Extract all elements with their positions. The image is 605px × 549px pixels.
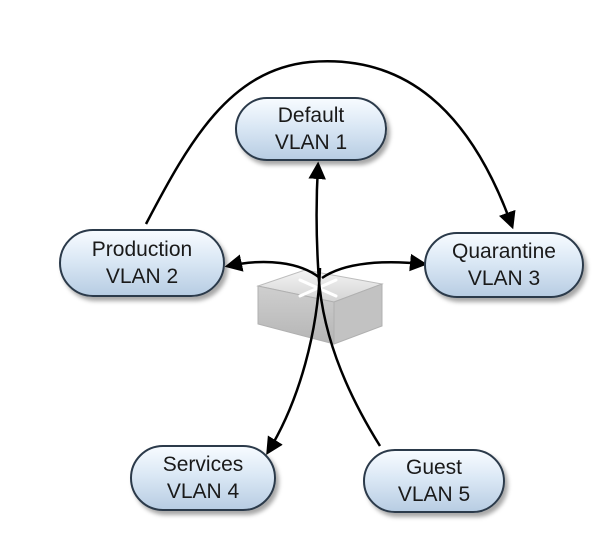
vlan-node-production: Production VLAN 2 [59,229,225,297]
node-name: Services [162,453,244,476]
node-vlan: VLAN 1 [274,131,348,154]
node-vlan: VLAN 5 [397,483,471,506]
vlan-node-guest: Guest VLAN 5 [363,449,505,513]
connector-hub-production [224,254,321,279]
vlan-node-quarantine: Quarantine VLAN 3 [424,232,584,298]
connector-hub-quarantine [321,253,428,280]
node-name: Production [91,238,193,261]
connector-hub-services [266,267,322,455]
node-name: Guest [405,456,463,479]
vlan-node-services: Services VLAN 4 [130,445,276,511]
node-name: Default [277,104,345,127]
connector-production-quarantine [144,60,516,230]
node-vlan: VLAN 2 [105,265,179,288]
node-name: Quarantine [452,240,556,263]
vlan-node-default: Default VLAN 1 [235,97,387,161]
node-vlan: VLAN 3 [467,267,541,290]
node-vlan: VLAN 4 [166,480,240,503]
